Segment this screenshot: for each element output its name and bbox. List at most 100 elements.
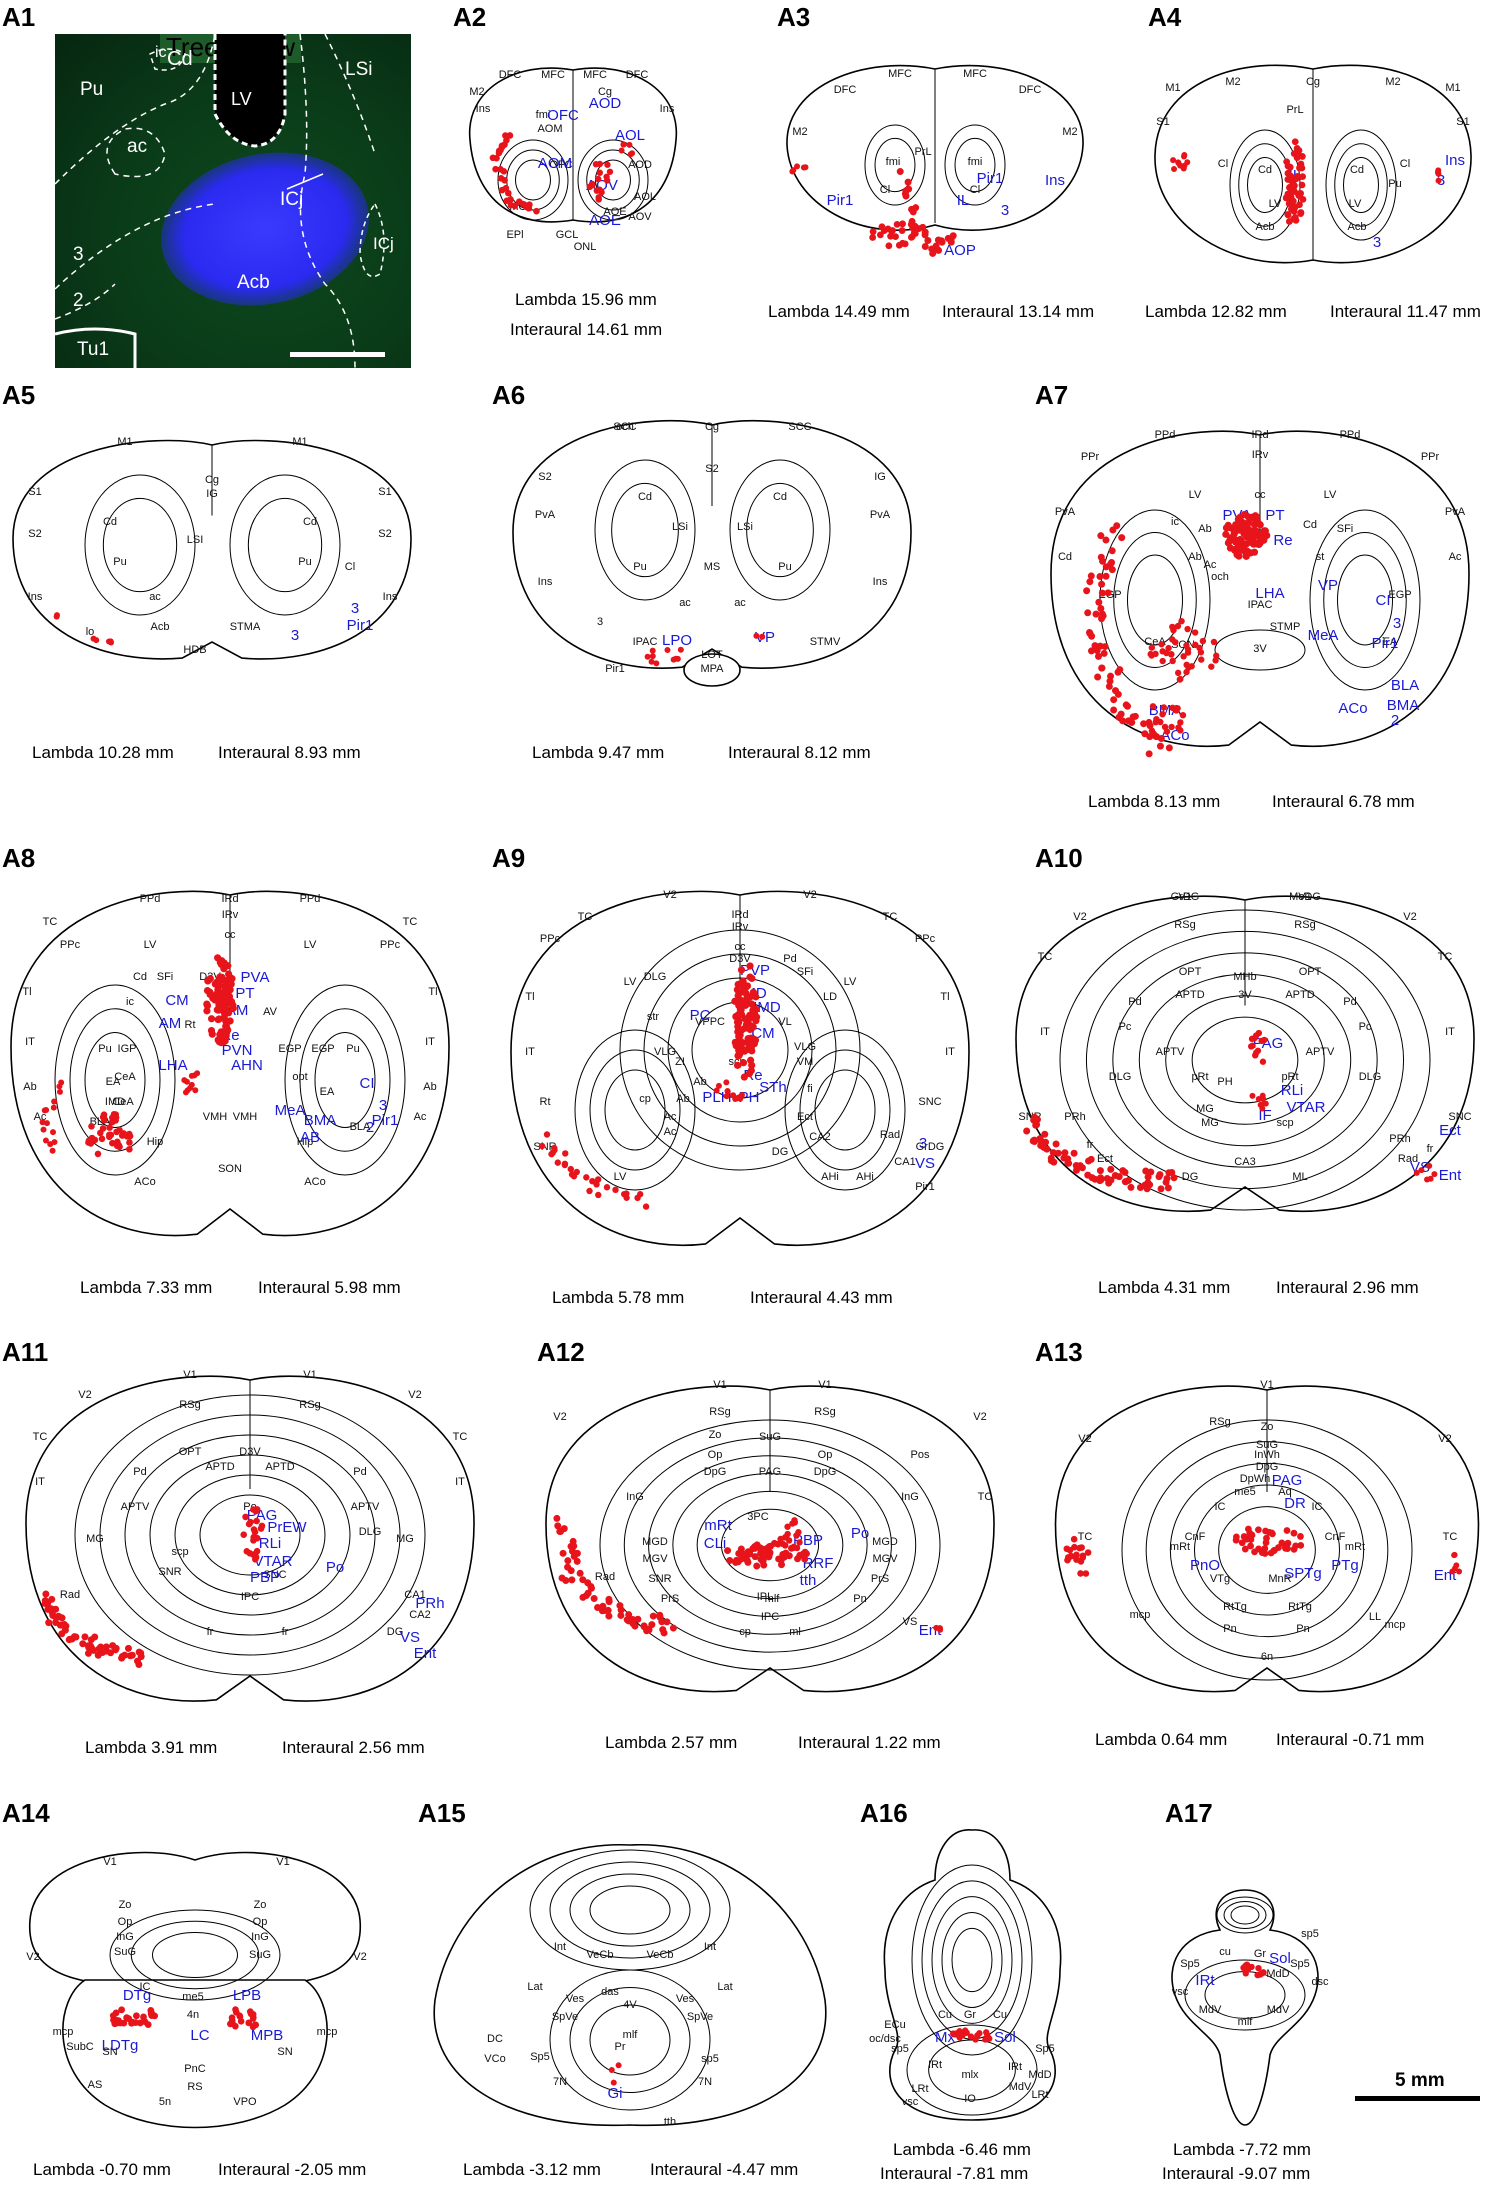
- a9-region-label: IRd: [731, 909, 748, 921]
- a17-region-label: cu: [1219, 1946, 1231, 1958]
- a11-blue-label: Ent: [414, 1645, 437, 1662]
- a13-dot: [1247, 1542, 1254, 1550]
- a7-region-label: LV: [1189, 489, 1202, 501]
- a8-dot: [126, 1139, 133, 1146]
- a5-region-label: Pu: [113, 556, 126, 568]
- a13-region-label: Zo: [1261, 1421, 1274, 1433]
- a9-blue-label: STh: [759, 1079, 787, 1096]
- a13-dot: [1283, 1527, 1291, 1534]
- a9-dot: [748, 1061, 756, 1069]
- a11-blue-label: RLi: [259, 1535, 282, 1552]
- a6-region-label: SCC: [613, 421, 636, 433]
- a12-region-label: PrS: [871, 1573, 889, 1585]
- a2-dot: [598, 189, 605, 196]
- a7-dot: [1158, 641, 1165, 648]
- a7-dot: [1184, 625, 1191, 633]
- a11-blue-label: VS: [400, 1629, 420, 1646]
- a14-dot: [115, 2017, 122, 2024]
- a10-dot: [1043, 1145, 1051, 1153]
- a13-interaural: Interaural -0.71 mm: [1276, 1730, 1425, 1749]
- a2-region-label: MFC: [541, 69, 565, 81]
- a10-dot: [1261, 1100, 1268, 1107]
- a14-region-label: 4n: [187, 2009, 199, 2021]
- a2-interaural: Interaural 14.61 mm: [510, 320, 663, 339]
- a5-left-ring: [84, 474, 196, 616]
- a10-region-label: DLG: [1109, 1071, 1132, 1083]
- a12-blue-label: mRt: [704, 1517, 732, 1534]
- a12-region-label: Rad: [595, 1571, 615, 1583]
- a7-dot: [1098, 580, 1106, 588]
- a12-rings-ring: [648, 1455, 892, 1635]
- a10-region-label: PRh: [1064, 1111, 1085, 1123]
- a15-region-label: Ves: [676, 1993, 695, 2005]
- a17-dot: [1240, 1964, 1247, 1972]
- photo-label-icj: ICj: [280, 189, 304, 210]
- a13-dot: [1269, 1530, 1276, 1538]
- a17-blue-label: IRt: [1195, 1972, 1215, 1989]
- a3-blue-label: 3: [1001, 202, 1009, 219]
- a8-dot: [40, 1126, 47, 1133]
- a7-dot: [1212, 657, 1219, 664]
- a2-region-label: AOV: [628, 211, 652, 223]
- a17-region-label: sp5: [1301, 1928, 1319, 1940]
- a4-left-ring: [1247, 157, 1283, 213]
- a13-dot: [1079, 1552, 1087, 1560]
- a11-dot: [90, 1646, 98, 1654]
- a10-dot: [1255, 1095, 1262, 1102]
- a14-colliculi-ring: [152, 1932, 238, 1978]
- a10-rings-ring: [1112, 952, 1378, 1168]
- a8-dot: [221, 982, 229, 990]
- a3-left-ring: [864, 124, 926, 206]
- a7-dot: [1091, 642, 1099, 650]
- a10-region-label: Pc: [1359, 1021, 1372, 1033]
- a10-dot: [1037, 1137, 1045, 1145]
- a7-dot: [1106, 560, 1114, 568]
- a6-region-label: PvA: [535, 509, 556, 521]
- a4-region-label: LV: [1269, 198, 1282, 210]
- a7-dot: [1104, 589, 1112, 597]
- a16-region-label: oc/dsc: [869, 2033, 901, 2045]
- a2-dot: [626, 141, 633, 148]
- a11-dot: [112, 1644, 120, 1652]
- a10-region-label: scp: [1276, 1117, 1293, 1129]
- a8-dot: [112, 1114, 120, 1121]
- a11-dot: [240, 1531, 248, 1539]
- a14-dot: [236, 2013, 244, 2020]
- a8-dot: [87, 1140, 95, 1147]
- a7-dot: [1108, 547, 1116, 555]
- a10-dot: [1065, 1159, 1073, 1167]
- a7-dot: [1199, 637, 1207, 645]
- a8-region-label: EGP: [278, 1043, 301, 1055]
- a16-dot: [983, 2029, 990, 2036]
- a11-region-label: V2: [408, 1389, 421, 1401]
- a12-dot: [605, 1598, 613, 1606]
- a17-region-label: MdD: [1266, 1968, 1289, 1980]
- a10-dot: [1087, 1155, 1095, 1163]
- a7-dot: [1152, 650, 1159, 658]
- photo-label-ac: ac: [127, 136, 148, 157]
- a7-dot: [1169, 657, 1176, 665]
- a11-dot: [126, 1652, 134, 1660]
- a4-right-ring: [1343, 157, 1379, 213]
- panel-label-a12: A12: [537, 1337, 585, 1367]
- a6-dot: [677, 646, 684, 653]
- a13-region-label: TC: [1078, 1531, 1093, 1543]
- a5-region-label: S2: [28, 528, 41, 540]
- a8-dot: [50, 1129, 57, 1136]
- a3-dot: [790, 167, 797, 174]
- a13-dot: [1247, 1536, 1255, 1543]
- a14-dot: [129, 2018, 136, 2026]
- a7-dot: [1084, 609, 1092, 617]
- a5-right-ring: [229, 474, 341, 616]
- a2-region-label: GCL: [556, 229, 579, 241]
- a7-dot: [1152, 719, 1159, 726]
- panel-label-a1: A1: [2, 2, 36, 32]
- a10-dot: [1124, 1177, 1132, 1185]
- a7-dot: [1157, 718, 1164, 726]
- a7-dot: [1148, 644, 1156, 651]
- a7-dot: [1110, 696, 1118, 704]
- a4-region-label: Acb: [1348, 221, 1367, 233]
- a8-dot: [207, 1015, 216, 1023]
- a9-dot: [733, 1061, 742, 1069]
- a7-region-label: cc: [1255, 489, 1267, 501]
